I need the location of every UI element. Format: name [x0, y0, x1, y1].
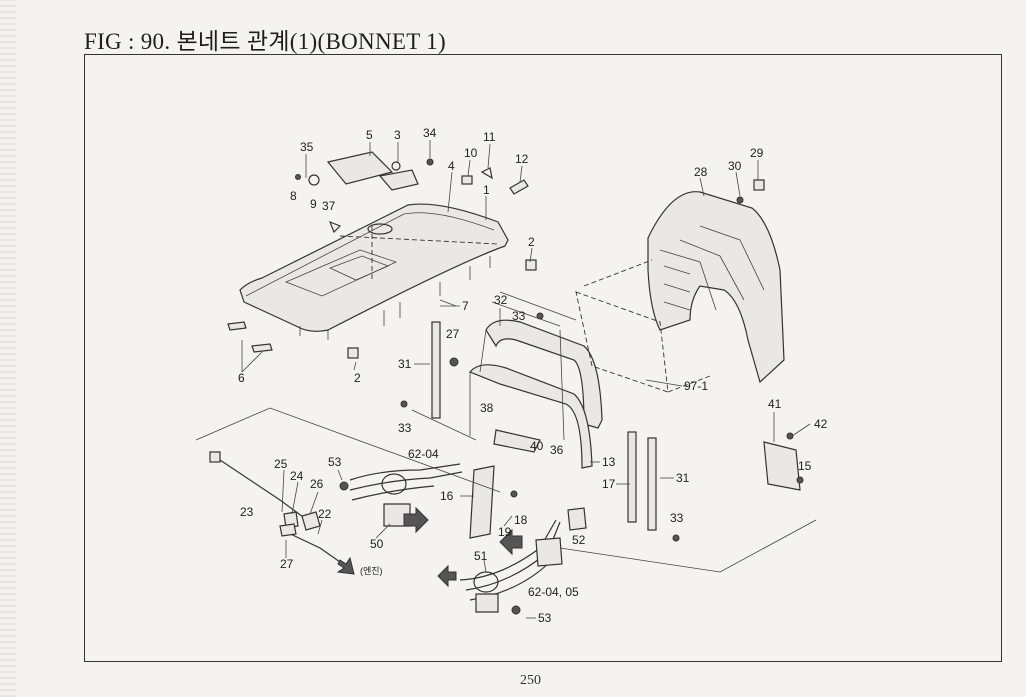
callout-31-left: 31 — [398, 357, 412, 371]
callout-28: 28 — [694, 165, 708, 179]
callout-2-top: 2 — [528, 235, 535, 249]
callout-8: 8 — [290, 189, 297, 203]
assembly-lines — [195, 291, 817, 573]
callout-18: 18 — [514, 513, 528, 527]
bonnet-top-panel — [239, 203, 509, 340]
callout-50: 50 — [370, 537, 384, 551]
callout-4: 4 — [448, 159, 455, 173]
callout-36: 36 — [550, 443, 564, 457]
callout-17: 17 — [602, 477, 616, 491]
rear-hood — [647, 179, 785, 384]
callout-97-1: 97-1 — [684, 379, 708, 393]
callout-labels: 35 5 3 34 11 10 4 12 8 9 1 37 2 7 6 2 32… — [238, 126, 828, 625]
callout-53-bottom: 53 — [538, 611, 552, 625]
callout-27-frame: 27 — [446, 327, 460, 341]
callout-27-cable: 27 — [280, 557, 294, 571]
callout-11: 11 — [483, 130, 496, 144]
callout-5: 5 — [366, 128, 373, 142]
callout-16: 16 — [440, 489, 454, 503]
callout-33-right: 33 — [670, 511, 684, 525]
callout-53-top: 53 — [328, 455, 342, 469]
callout-32: 32 — [494, 293, 508, 307]
callout-13: 13 — [602, 455, 616, 469]
callout-38: 38 — [480, 401, 494, 415]
callout-62-04-05: 62-04, 05 — [528, 585, 579, 599]
callout-51: 51 — [474, 549, 488, 563]
callout-42: 42 — [814, 417, 828, 431]
callout-52: 52 — [572, 533, 586, 547]
callout-24: 24 — [290, 469, 304, 483]
callout-37: 37 — [322, 199, 336, 213]
callout-35: 35 — [300, 140, 314, 154]
callout-40: 40 — [530, 439, 544, 453]
engine-label: (엔진) — [360, 566, 383, 576]
callout-23: 23 — [240, 505, 254, 519]
top-small-parts — [227, 151, 537, 359]
callout-62-04: 62-04 — [408, 447, 439, 461]
callout-34: 34 — [423, 126, 437, 140]
callout-6: 6 — [238, 371, 245, 385]
callout-26: 26 — [310, 477, 324, 491]
callout-10: 10 — [464, 146, 478, 160]
side-panel — [575, 259, 804, 491]
callout-29: 29 — [750, 146, 764, 160]
diagram-frame — [84, 54, 1002, 662]
callout-2-bottom: 2 — [354, 371, 361, 385]
callout-22: 22 — [318, 507, 332, 521]
callout-3: 3 — [394, 128, 401, 142]
callout-30: 30 — [728, 159, 742, 173]
direction-arrows — [336, 506, 523, 588]
callout-25: 25 — [274, 457, 288, 471]
binder-edge — [0, 0, 16, 697]
callout-31-right: 31 — [676, 471, 690, 485]
callout-1: 1 — [483, 183, 490, 197]
callout-7: 7 — [462, 299, 469, 313]
figure-title: FIG : 90. 본네트 관계(1)(BONNET 1) — [84, 29, 446, 54]
rear-frame — [400, 312, 680, 542]
callout-9: 9 — [310, 197, 317, 211]
callout-33-left: 33 — [398, 421, 412, 435]
callout-41: 41 — [768, 397, 782, 411]
callout-15: 15 — [798, 459, 812, 473]
callout-19: 19 — [498, 525, 512, 539]
callout-12: 12 — [515, 152, 529, 166]
page-number: 250 — [520, 673, 541, 688]
callout-33-top: 33 — [512, 309, 526, 323]
leader-lines — [241, 140, 811, 619]
